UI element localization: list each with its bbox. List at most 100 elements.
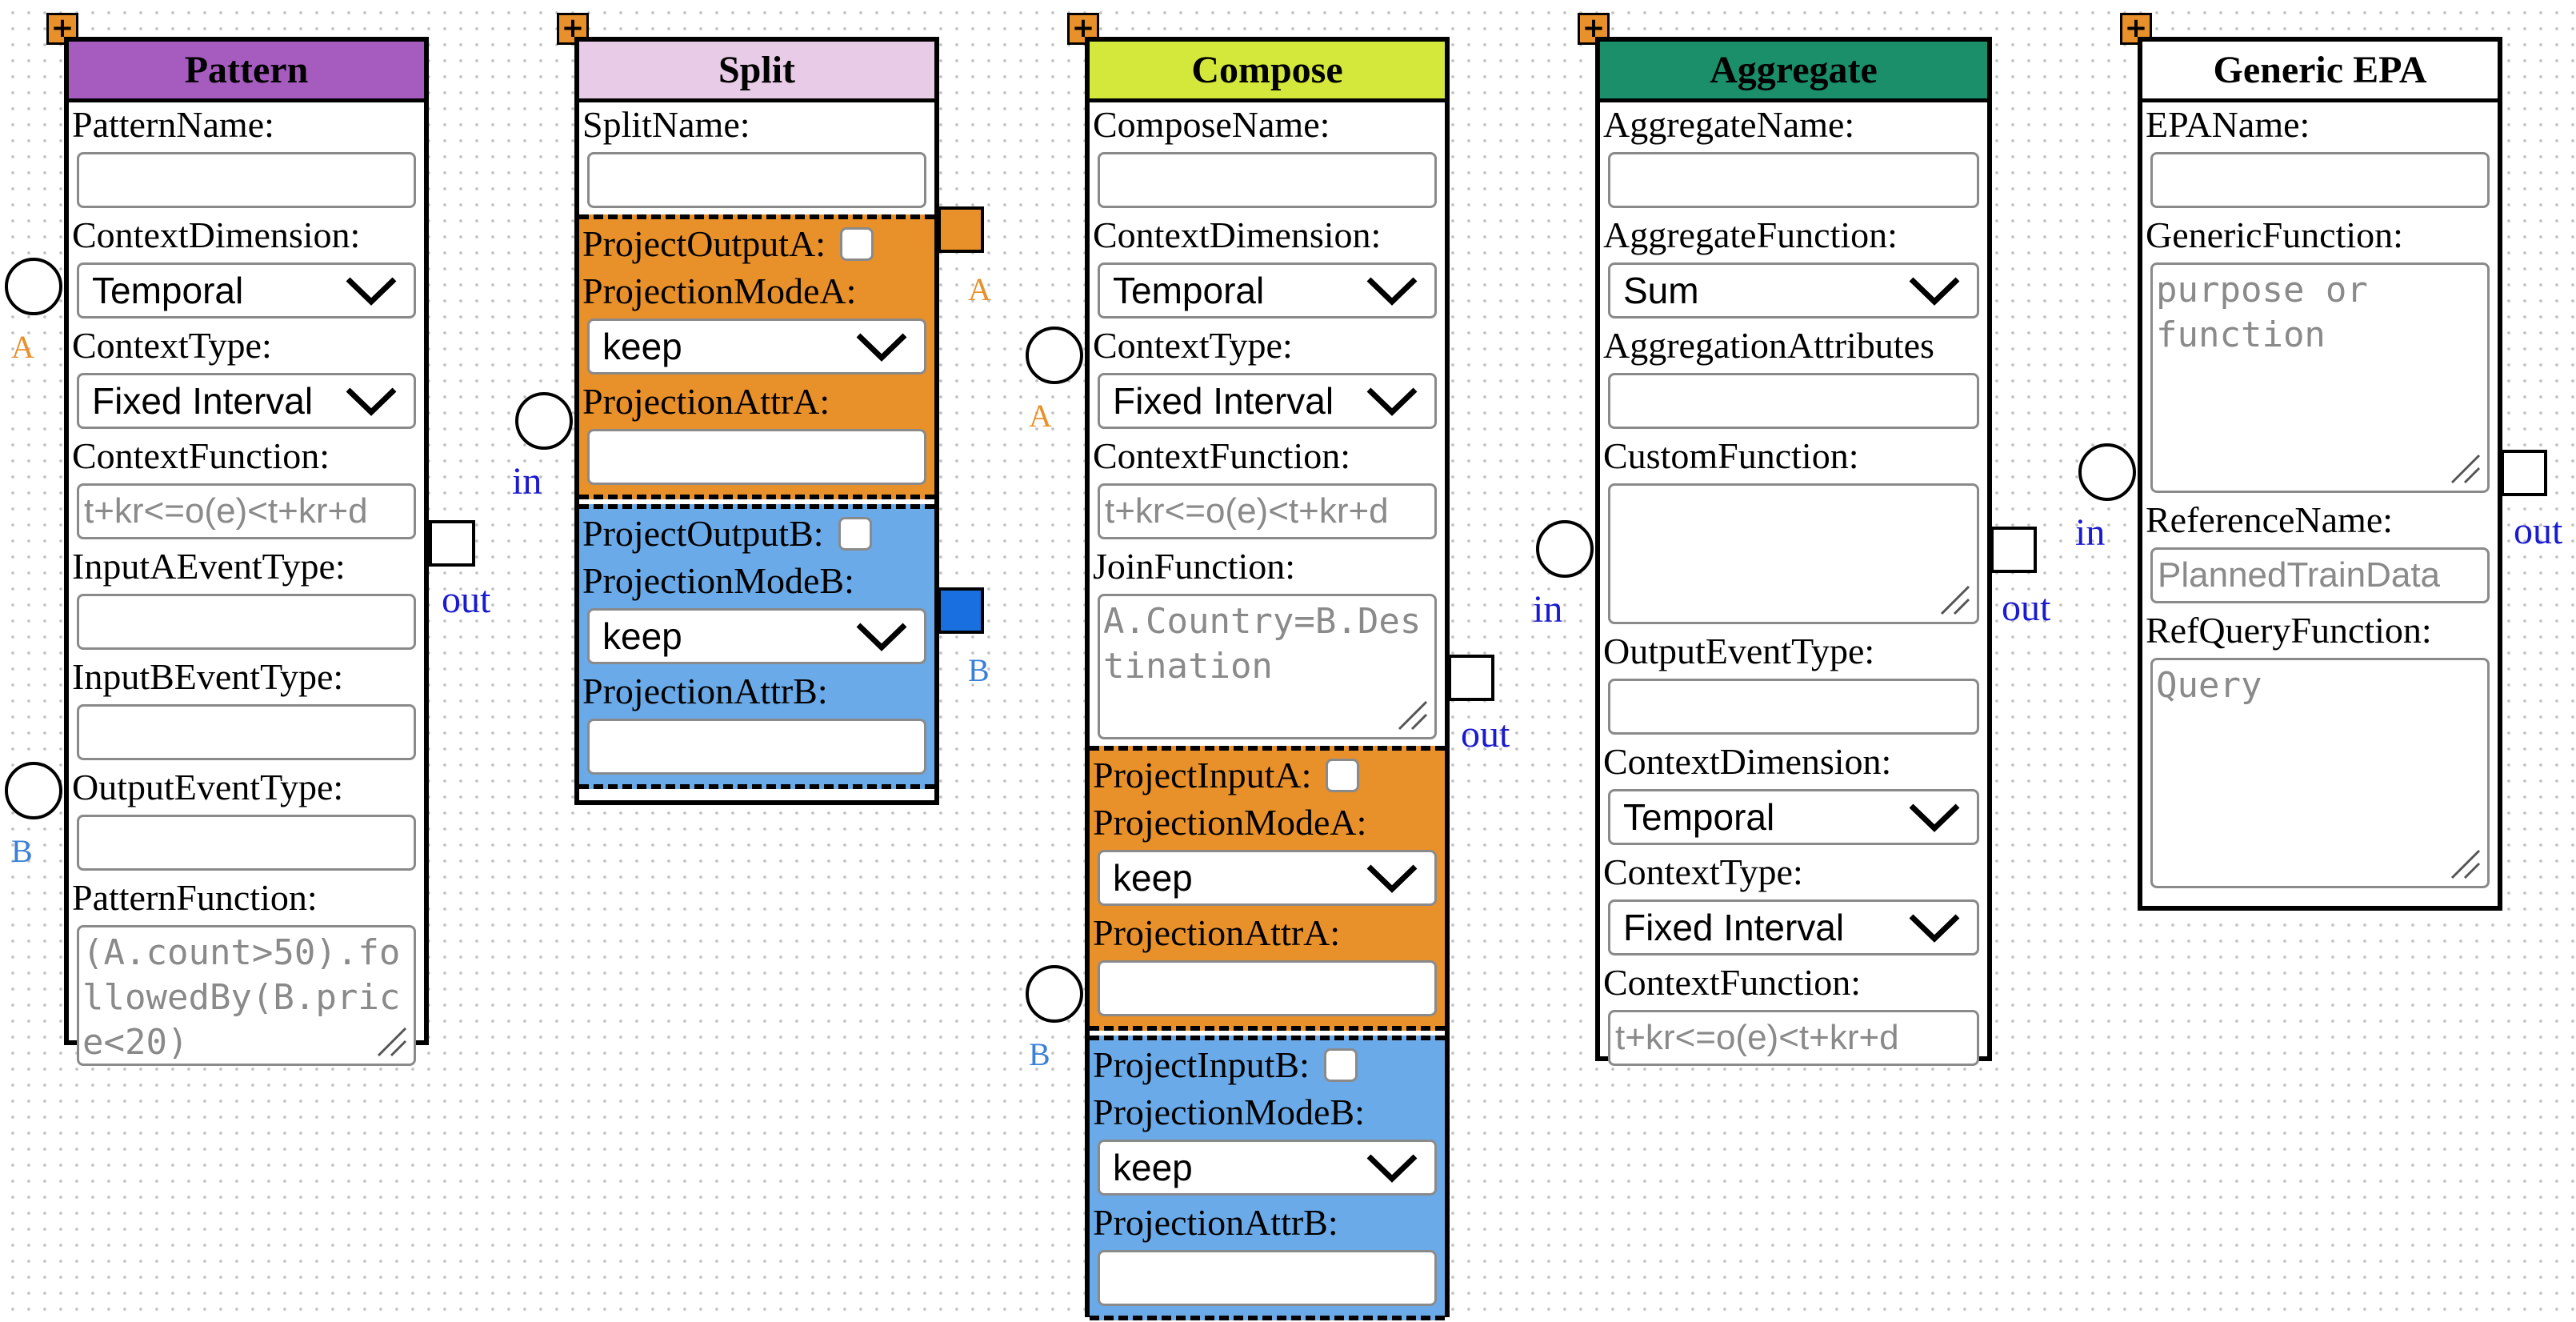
split-project-output-b-checkbox[interactable] — [838, 517, 872, 551]
split-projection-attr-a-input[interactable] — [587, 429, 926, 485]
aggregate-name-label: AggregateName: — [1603, 104, 1855, 145]
compose-port-b-label: B — [1029, 1036, 1050, 1072]
compose-projection-mode-b-label: ProjectionModeB: — [1093, 1092, 1365, 1132]
compose-projection-mode-a-select[interactable]: keep — [1098, 850, 1437, 906]
compose-input-b-port[interactable] — [1026, 965, 1083, 1023]
aggregate-context-type-label: ContextType: — [1603, 851, 1803, 892]
pattern-function-value: (A.count>50).followedBy(B.price<20) — [82, 932, 401, 1063]
split-input-port[interactable] — [515, 392, 573, 450]
compose-context-function-input[interactable]: t+kr<=o(e)<t+kr+d — [1098, 483, 1437, 539]
compose-projection-attr-b-input[interactable] — [1098, 1250, 1437, 1306]
aggregate-attributes-label: AggregationAttributes — [1603, 325, 1934, 366]
compose-context-type-select[interactable]: Fixed Interval — [1098, 373, 1437, 429]
generic-ref-query-textarea[interactable]: Query — [2150, 658, 2490, 888]
pattern-context-dimension-select[interactable]: Temporal — [77, 262, 416, 318]
pattern-context-type-select[interactable]: Fixed Interval — [77, 373, 416, 429]
chevron-down-icon — [856, 623, 907, 651]
pattern-function-label: PatternFunction: — [72, 877, 318, 918]
resize-grip-icon[interactable] — [1394, 697, 1430, 732]
pattern-context-function-input[interactable]: t+kr<=o(e)<t+kr+d — [77, 483, 416, 539]
split-name-label: SplitName: — [582, 104, 750, 145]
pattern-output-label: OutputEventType: — [72, 767, 344, 807]
compose-output-port[interactable] — [1448, 655, 1494, 701]
pattern-context-dimension-label: ContextDimension: — [72, 214, 361, 255]
split-projection-mode-a-select[interactable]: keep — [587, 318, 926, 375]
aggregate-node: Aggregate AggregateName: AggregateFuncti… — [1595, 37, 1992, 1066]
pattern-title: Pattern — [69, 42, 424, 102]
pattern-input-a-label: InputAEventType: — [72, 546, 346, 587]
resize-grip-icon[interactable] — [2447, 451, 2482, 486]
aggregate-custom-function-textarea[interactable] — [1608, 483, 1979, 624]
resize-grip-icon[interactable] — [1937, 582, 1972, 617]
pattern-input-a-input[interactable] — [77, 594, 416, 650]
pattern-input-a-port[interactable] — [5, 258, 62, 315]
compose-input-a-port[interactable] — [1026, 326, 1083, 384]
pattern-name-input[interactable] — [77, 152, 416, 208]
generic-name-input[interactable] — [2150, 152, 2490, 208]
pattern-output-input[interactable] — [77, 815, 416, 871]
chevron-down-icon — [856, 333, 907, 362]
pattern-function-textarea[interactable]: (A.count>50).followedBy(B.price<20) — [77, 925, 416, 1066]
aggregate-function-label: AggregateFunction: — [1603, 214, 1898, 255]
generic-reference-name-label: ReferenceName: — [2146, 499, 2394, 540]
aggregate-context-function-label: ContextFunction: — [1603, 962, 1861, 1003]
pattern-input-b-input[interactable] — [77, 704, 416, 760]
generic-output-port[interactable] — [2501, 450, 2547, 496]
compose-join-function-label: JoinFunction: — [1093, 546, 1296, 587]
aggregate-output-port[interactable] — [1990, 527, 2037, 573]
split-output-a-port[interactable] — [938, 206, 984, 253]
split-project-output-b-label: ProjectOutputB: — [582, 513, 824, 554]
compose-projection-attr-a-label: ProjectionAttrA: — [1093, 912, 1341, 953]
aggregate-function-select[interactable]: Sum — [1608, 262, 1979, 318]
compose-node: Compose ComposeName: ContextDimension: T… — [1085, 37, 1450, 1320]
compose-context-function-label: ContextFunction: — [1093, 435, 1350, 476]
aggregate-context-function-input[interactable]: t+kr<=o(e)<t+kr+d — [1608, 1010, 1979, 1066]
compose-project-input-a-checkbox[interactable] — [1326, 759, 1360, 792]
pattern-context-function-label: ContextFunction: — [72, 435, 330, 476]
compose-projection-attr-a-input[interactable] — [1098, 960, 1437, 1016]
compose-join-function-textarea[interactable]: A.Country=B.Destination — [1098, 594, 1437, 739]
aggregate-name-input[interactable] — [1608, 152, 1979, 208]
split-project-output-a-checkbox[interactable] — [840, 227, 874, 261]
aggregate-output-input[interactable] — [1608, 679, 1979, 735]
pattern-output-port[interactable] — [429, 520, 475, 567]
split-node: Split SplitName: ProjectOutputA: Project… — [574, 37, 939, 805]
generic-ref-query-placeholder: Query — [2156, 665, 2262, 706]
split-output-b-port[interactable] — [938, 587, 984, 634]
generic-name-label: EPAName: — [2146, 104, 2310, 145]
pattern-input-b-port[interactable] — [5, 762, 62, 819]
aggregate-context-dimension-select[interactable]: Temporal — [1608, 789, 1979, 845]
generic-function-placeholder: purpose or function — [2156, 270, 2368, 355]
chevron-down-icon — [346, 387, 397, 416]
split-port-a-label: A — [968, 271, 991, 307]
compose-projection-mode-b-value: keep — [1113, 1147, 1193, 1188]
pattern-add-icon[interactable]: + — [46, 13, 78, 45]
compose-context-type-value: Fixed Interval — [1113, 380, 1334, 422]
split-projection-mode-b-select[interactable]: keep — [587, 608, 926, 664]
compose-context-dimension-value: Temporal — [1113, 270, 1265, 311]
pattern-node: Pattern PatternName: ContextDimension: T… — [64, 37, 429, 1066]
aggregate-context-type-select[interactable]: Fixed Interval — [1608, 899, 1979, 955]
compose-projection-mode-b-select[interactable]: keep — [1098, 1140, 1437, 1196]
aggregate-input-port[interactable] — [1536, 520, 1594, 578]
compose-name-label: ComposeName: — [1093, 104, 1330, 145]
split-project-output-a-label: ProjectOutputA: — [582, 223, 826, 264]
compose-context-dimension-select[interactable]: Temporal — [1098, 262, 1437, 318]
split-projection-attr-b-input[interactable] — [587, 719, 926, 775]
split-name-input[interactable] — [587, 152, 926, 208]
resize-grip-icon[interactable] — [374, 1024, 409, 1059]
compose-name-input[interactable] — [1098, 152, 1437, 208]
generic-reference-name-input[interactable]: PlannedTrainData — [2150, 547, 2490, 603]
chevron-down-icon — [1366, 1154, 1418, 1183]
chevron-down-icon — [1366, 387, 1418, 416]
compose-project-input-b-checkbox[interactable] — [1323, 1048, 1358, 1082]
compose-join-function-value: A.Country=B.Destination — [1103, 601, 1422, 687]
generic-port-in-label: in — [2075, 511, 2106, 554]
generic-input-port[interactable] — [2078, 443, 2136, 501]
compose-input-b-section: ProjectInputB: ProjectionModeB: keep Pro… — [1090, 1036, 1445, 1320]
compose-projection-mode-a-value: keep — [1113, 857, 1193, 899]
resize-grip-icon[interactable] — [2447, 846, 2482, 881]
generic-function-textarea[interactable]: purpose or function — [2150, 262, 2490, 493]
split-port-in-label: in — [512, 460, 542, 503]
aggregate-attributes-input[interactable] — [1608, 373, 1979, 429]
